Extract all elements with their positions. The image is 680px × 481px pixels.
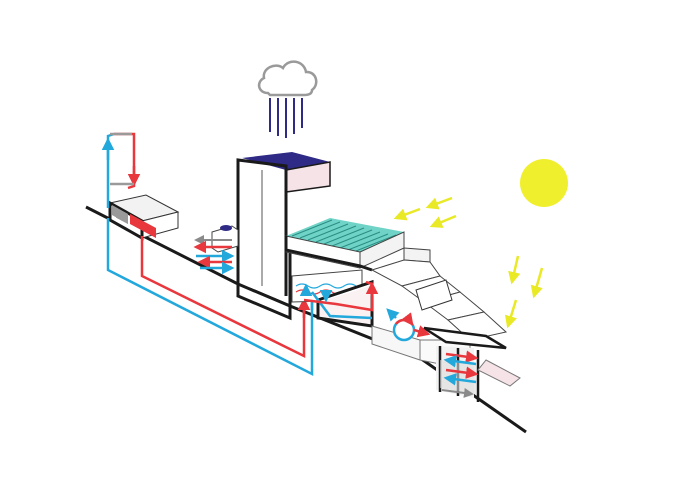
circulation-pump-icon [386,308,431,342]
heat-exchanger-unit [108,194,180,241]
cloud-rain-icon [257,60,318,138]
radiant-loop [299,280,379,320]
roof-exchange-loop [101,132,141,208]
ventilation-arrows-left [193,235,235,275]
building-structure [211,152,521,402]
sun-icon [520,159,568,207]
sunlight-arrows [393,196,544,329]
ventilation-arrows-right [441,350,479,398]
